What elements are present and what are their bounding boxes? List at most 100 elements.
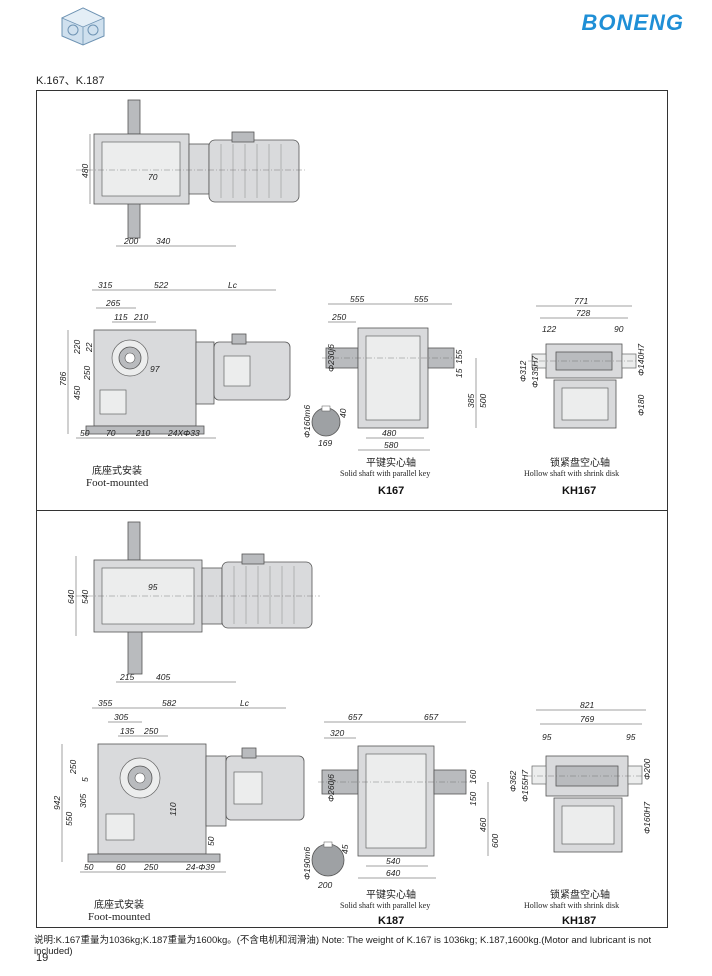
k187-dim-holes: 24-Φ39 xyxy=(185,862,215,872)
k167-hollow-caption-cn: 锁紧盘空心轴 xyxy=(550,456,610,469)
k187-dim-942: 942 xyxy=(52,796,62,810)
page-number: 19 xyxy=(36,952,49,964)
k167-solid-caption-en: Solid shaft with parallel key xyxy=(340,469,430,478)
k187-dim-550: 550 xyxy=(64,812,74,826)
k167-dim-210: 210 xyxy=(133,312,148,322)
k187-dim-657b: 657 xyxy=(424,712,438,722)
k167-label: K167 xyxy=(378,485,404,497)
k167-solid-view: 555 555 250 Φ230j6 15 155 385 500 480 58… xyxy=(302,294,488,497)
technical-drawings: 480 70 200 340 315 522 Lc 265 115 210 78… xyxy=(52,99,652,927)
k187-dim-305v: 305 xyxy=(78,794,88,808)
k167-dim-250: 250 xyxy=(82,366,92,381)
k167-dim-lc: Lc xyxy=(228,280,238,290)
k187-dim-50v: 50 xyxy=(206,836,216,846)
k187-dim-540: 540 xyxy=(80,590,90,604)
k187-dim-phi190: Φ190m6 xyxy=(302,847,312,880)
k187-dim-200: 200 xyxy=(317,880,332,890)
k187-dim-phi200: Φ200 xyxy=(642,758,652,780)
drawing-sheet xyxy=(36,90,668,928)
k167-dim-210b: 210 xyxy=(135,428,150,438)
k167-foot-view: 315 522 Lc 265 115 210 786 450 250 220 2… xyxy=(58,280,291,489)
k167-dim-15: 15 xyxy=(454,368,464,378)
k187-dim-769: 769 xyxy=(580,714,594,724)
k187-dim-250v: 250 xyxy=(68,760,78,775)
k187-dim-50: 50 xyxy=(84,862,94,872)
model-title: K.167、K.187 xyxy=(36,75,105,87)
k167-dim-500: 500 xyxy=(478,394,488,408)
k167-dim-555b: 555 xyxy=(414,294,428,304)
k187-dim-150: 150 xyxy=(468,792,478,806)
k167-dim-450: 450 xyxy=(72,386,82,400)
k167-dim-786: 786 xyxy=(58,372,68,386)
k187-hollow-view: 821 769 95 95 Φ362 Φ155H7 Φ200 Φ160H7 锁紧… xyxy=(508,700,652,927)
k187-dim-640s: 640 xyxy=(386,868,400,878)
k167-dim-22: 22 xyxy=(84,342,94,353)
k167-dim-90: 90 xyxy=(614,324,624,334)
k167-dim-169: 169 xyxy=(318,438,332,448)
k167-dim-555a: 555 xyxy=(350,294,364,304)
k167-dim-phi135: Φ135H7 xyxy=(530,356,540,388)
k167-dim-holes: 24XΦ33 xyxy=(167,428,200,438)
k167-solid-caption-cn: 平键实心轴 xyxy=(366,456,416,469)
k187-hollow-caption-cn: 锁紧盘空心轴 xyxy=(550,888,610,901)
k187-dim-phi260: Φ260j6 xyxy=(326,774,336,802)
k187-dim-305: 305 xyxy=(114,712,128,722)
k187-dim-phi362: Φ362 xyxy=(508,770,518,792)
k167-dim-315: 315 xyxy=(98,280,112,290)
k167-dim-70b: 70 xyxy=(106,428,116,438)
k187-dim-821: 821 xyxy=(580,700,594,710)
k167-dim-40: 40 xyxy=(338,408,348,418)
k187-dim-320: 320 xyxy=(330,728,344,738)
k167-dim-70: 70 xyxy=(148,172,158,182)
section-divider xyxy=(36,510,668,511)
k187-dim-phi155: Φ155H7 xyxy=(520,770,530,802)
k167-dim-phi230: Φ230j6 xyxy=(326,344,336,372)
gear-cube-icon xyxy=(61,7,105,46)
k187-dim-95a: 95 xyxy=(542,732,552,742)
k167-dim-97: 97 xyxy=(150,364,160,374)
k187-dim-460: 460 xyxy=(478,818,488,832)
k167-foot-caption-cn: 底座式安装 xyxy=(92,464,142,477)
page-header: BONENG xyxy=(0,0,712,58)
k187-dim-lc: Lc xyxy=(240,698,250,708)
k187-solid-view: 657 657 320 Φ260j6 150 160 460 600 540 6… xyxy=(302,712,500,927)
k167-dim-728: 728 xyxy=(576,308,590,318)
k167-hollow-view: 771 728 122 90 Φ312 Φ135H7 Φ140H7 Φ180 锁… xyxy=(518,296,646,497)
k187-dim-110: 110 xyxy=(168,802,178,816)
k187-dim-582: 582 xyxy=(162,698,176,708)
k167-dim-phi312: Φ312 xyxy=(518,360,528,382)
k187-solid-caption-cn: 平键实心轴 xyxy=(366,888,416,901)
k167-dim-50: 50 xyxy=(80,428,90,438)
k187-dim-250: 250 xyxy=(143,726,158,736)
k187-dim-405: 405 xyxy=(156,672,170,682)
k167-dim-220: 220 xyxy=(72,340,82,355)
k187-dim-95: 95 xyxy=(148,582,158,592)
weight-note: 说明:K.167重量为1036kg;K.187重量为1600kg。(不含电机和润… xyxy=(34,935,652,957)
k187-dim-45: 45 xyxy=(340,844,350,854)
k187-top-view: 640 540 95 215 405 xyxy=(66,521,320,683)
k187-dim-540s: 540 xyxy=(386,856,400,866)
k167-dim-340: 340 xyxy=(156,236,170,246)
k167-dim-265: 265 xyxy=(105,298,120,308)
k187-dim-60: 60 xyxy=(116,862,126,872)
k187-dim-355: 355 xyxy=(98,698,112,708)
k187-dim-600: 600 xyxy=(490,834,500,848)
k167-dim-phi140: Φ140H7 xyxy=(636,344,646,376)
k187-dim-640: 640 xyxy=(66,590,76,604)
k187-dim-5: 5 xyxy=(80,777,90,782)
k167-dim-phi160: Φ160m6 xyxy=(302,405,312,438)
k187-dim-135: 135 xyxy=(120,726,134,736)
brand-logo: BONENG xyxy=(581,10,684,35)
k167-dim-155: 155 xyxy=(454,350,464,364)
kh187-label: KH187 xyxy=(562,915,596,927)
k167-dim-480s: 480 xyxy=(382,428,396,438)
k187-label: K187 xyxy=(378,915,404,927)
k187-foot-caption-cn: 底座式安装 xyxy=(94,898,144,911)
k187-dim-657a: 657 xyxy=(348,712,362,722)
k167-dim-580: 580 xyxy=(384,440,398,450)
k167-dim-480: 480 xyxy=(80,164,90,178)
k187-dim-160: 160 xyxy=(468,770,478,784)
k167-dim-250s: 250 xyxy=(331,312,346,322)
k187-hollow-caption-en: Hollow shaft with shrink disk xyxy=(524,901,619,910)
kh167-label: KH167 xyxy=(562,485,596,497)
